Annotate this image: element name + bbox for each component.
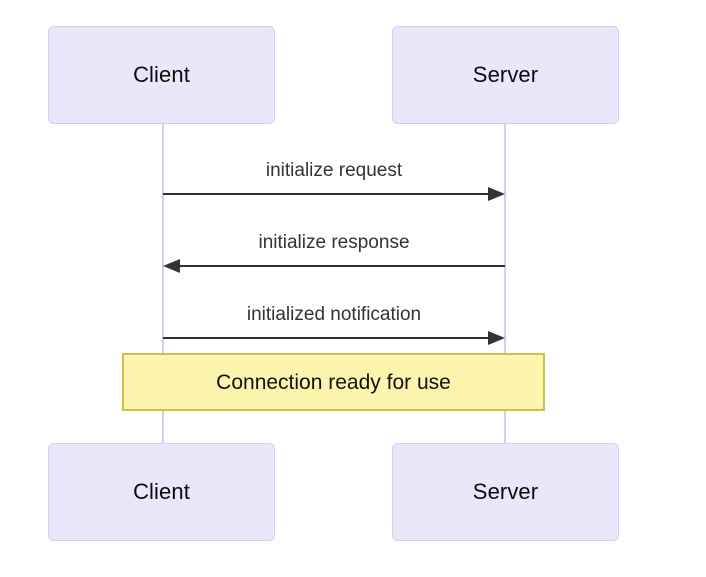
participant-label-client-top: Client (133, 62, 190, 87)
participant-box-server-bottom[interactable]: Server (392, 443, 619, 541)
message-label-initialize-response: initialize response (258, 232, 410, 254)
lifeline-client (162, 124, 164, 443)
arrow-right-icon (163, 187, 505, 201)
participant-label-client-bottom: Client (133, 479, 190, 504)
arrow-left-icon (163, 259, 505, 273)
message-label-initialized-notification: initialized notification (246, 304, 422, 326)
note-connection-ready[interactable]: Connection ready for use (122, 353, 545, 411)
message-label-initialize-request: initialize request (265, 160, 403, 182)
note-text: Connection ready for use (216, 370, 451, 394)
participant-box-server-top[interactable]: Server (392, 26, 619, 124)
participant-label-server-bottom: Server (472, 479, 539, 504)
arrow-right-icon (163, 331, 505, 345)
participant-box-client-bottom[interactable]: Client (48, 443, 275, 541)
participant-label-server-top: Server (472, 62, 539, 87)
lifeline-server (504, 124, 506, 443)
participant-box-client-top[interactable]: Client (48, 26, 275, 124)
